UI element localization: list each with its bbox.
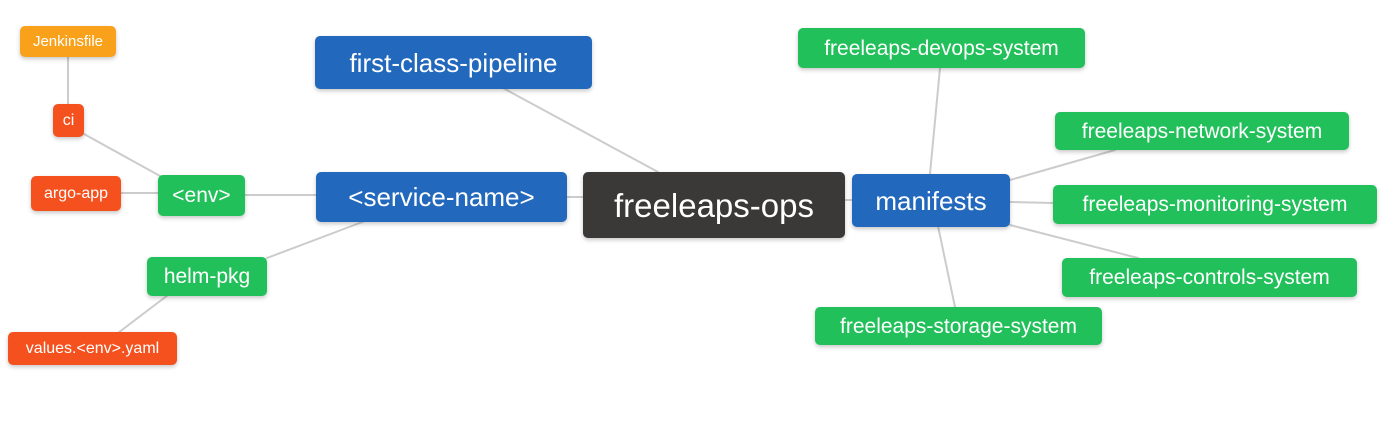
edge-manifests-network	[1009, 149, 1116, 181]
node-argo-app[interactable]: argo-app	[31, 176, 121, 211]
node-freeleaps-ops[interactable]: freeleaps-ops	[583, 172, 845, 238]
node-env[interactable]: <env>	[158, 175, 245, 216]
node-values-env-yaml[interactable]: values.<env>.yaml	[8, 332, 177, 365]
node-jenkinsfile[interactable]: Jenkinsfile	[20, 26, 116, 57]
node-freeleaps-devops-system[interactable]: freeleaps-devops-system	[798, 28, 1085, 68]
node-helm-pkg[interactable]: helm-pkg	[147, 257, 267, 296]
edge-pipeline-freeleaps-ops	[502, 87, 659, 173]
edge-manifests-storage	[937, 225, 956, 308]
edge-manifests-controls	[1009, 224, 1139, 259]
edge-service-name-helm-pkg	[266, 220, 366, 259]
node-freeleaps-storage-system[interactable]: freeleaps-storage-system	[815, 307, 1102, 345]
edge-ci-env	[83, 133, 161, 177]
node-freeleaps-monitoring-system[interactable]: freeleaps-monitoring-system	[1053, 185, 1377, 224]
node-ci[interactable]: ci	[53, 104, 84, 137]
edge-manifests-monitoring	[1009, 201, 1054, 204]
node-freeleaps-controls-system[interactable]: freeleaps-controls-system	[1062, 258, 1357, 297]
edge-helm-pkg-values	[117, 294, 169, 334]
node-first-class-pipeline[interactable]: first-class-pipeline	[315, 36, 592, 89]
node-service-name[interactable]: <service-name>	[316, 172, 567, 222]
edge-manifests-devops	[929, 67, 941, 175]
node-freeleaps-network-system[interactable]: freeleaps-network-system	[1055, 112, 1349, 150]
node-manifests[interactable]: manifests	[852, 174, 1010, 227]
